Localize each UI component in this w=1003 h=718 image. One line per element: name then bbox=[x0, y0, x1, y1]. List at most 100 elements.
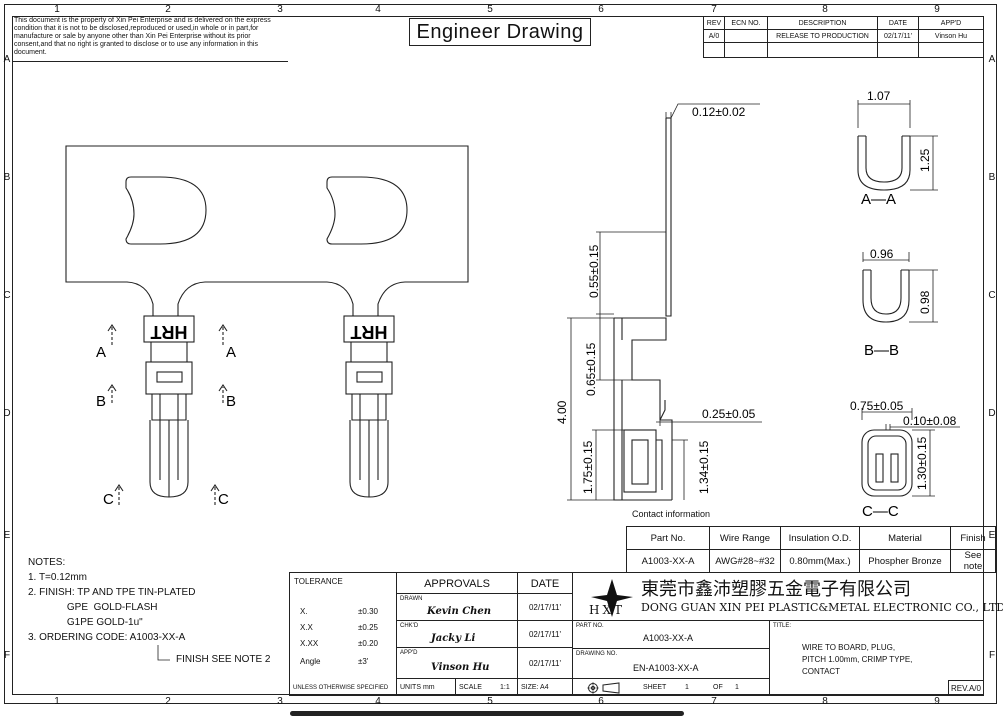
checked-cell: CHK'D Jacky Li bbox=[396, 620, 518, 648]
col-label: 8 bbox=[822, 4, 828, 15]
row-label: C bbox=[3, 290, 11, 301]
dim-400: 4.00 bbox=[555, 400, 569, 424]
dim-025: 0.25±0.05 bbox=[702, 407, 756, 421]
column-labels-top: 1 2 3 4 5 6 7 8 9 bbox=[12, 4, 984, 16]
note-leader bbox=[157, 645, 170, 661]
dim-055: 0.55±0.15 bbox=[587, 244, 601, 298]
drawing-frame bbox=[4, 4, 997, 704]
col-label: 5 bbox=[487, 696, 493, 707]
sheet-cell: SHEET 1 OF 1 bbox=[572, 678, 770, 696]
col-label: 4 bbox=[375, 4, 381, 15]
dim-thickness: 0.12±0.02 bbox=[692, 105, 746, 119]
row-label: D bbox=[988, 408, 996, 419]
terminal-marking: HRT bbox=[151, 322, 188, 342]
drawn-label: DRAWN bbox=[400, 596, 423, 602]
tolerance-key: X. bbox=[300, 607, 308, 616]
contact-info-title: Contact information bbox=[632, 509, 711, 519]
revision-table: REV ECN NO. DESCRIPTION DATE APP'D A/0 R… bbox=[703, 16, 984, 58]
section-line-b bbox=[111, 387, 224, 403]
date-title: DATE bbox=[517, 572, 573, 594]
tolerance-value: ±0.20 bbox=[358, 639, 378, 648]
checked-signature: Jacky Li bbox=[431, 633, 476, 644]
notes-heading: NOTES: bbox=[28, 557, 66, 568]
section-arrow bbox=[107, 324, 228, 332]
contact-cell: A1003-XX-A bbox=[626, 549, 710, 573]
note-line: 1. T=0.12mm bbox=[28, 572, 88, 583]
col-label: 2 bbox=[165, 4, 171, 15]
drawn-cell: DRAWN Kevin Chen bbox=[396, 593, 518, 621]
section-arrow bbox=[114, 484, 220, 492]
contact-header: Material bbox=[859, 526, 951, 550]
size: SIZE: A4 bbox=[517, 678, 573, 696]
drawing-no-label: DRAWING NO. bbox=[576, 651, 618, 657]
section-letter: B bbox=[96, 393, 106, 410]
contact-header: Wire Range bbox=[709, 526, 781, 550]
approvals-title: APPROVALS bbox=[396, 572, 518, 594]
notes: NOTES: 1. T=0.12mm 2. FINISH: TP AND TPE… bbox=[28, 555, 195, 645]
contact-header: Part No. bbox=[626, 526, 710, 550]
carrier-strip bbox=[65, 145, 469, 317]
scrollbar[interactable] bbox=[290, 711, 684, 716]
dim-065: 0.65±0.15 bbox=[584, 342, 598, 396]
finish-note: FINISH SEE NOTE 2 bbox=[176, 654, 271, 665]
terminal-front-view bbox=[143, 315, 195, 498]
column-labels-bottom: 1 2 3 4 5 6 7 8 9 bbox=[12, 696, 984, 708]
checked-date: 02/17/11' bbox=[517, 620, 573, 648]
drawing-no: EN-A1003-XX-A bbox=[633, 663, 699, 673]
company-logo-icon bbox=[591, 579, 633, 617]
dim-134: 1.34±0.15 bbox=[697, 440, 711, 494]
scale-cell: SCALE 1:1 bbox=[455, 678, 518, 696]
tolerance-footer: UNLESS OTHERWISE SPECIFIED bbox=[293, 685, 389, 691]
approved-date: 02/17/11' bbox=[517, 647, 573, 679]
title-cell: TITLE: WIRE TO BOARD, PLUG, PITCH 1.00mm… bbox=[769, 620, 984, 696]
approved-cell: APP'D Vinson Hu bbox=[396, 647, 518, 679]
section-line-a bbox=[111, 327, 224, 345]
contact-cell: See note bbox=[950, 549, 996, 573]
row-label: A bbox=[3, 54, 11, 65]
note-line: GPE GOLD-FLASH bbox=[28, 602, 158, 613]
company-name-en: DONG GUAN XIN PEI PLASTIC&METAL ELECTRON… bbox=[641, 601, 1003, 614]
contact-info-table: Part No. Wire Range Insulation O.D. Mate… bbox=[626, 526, 996, 573]
drawn-date: 02/17/11' bbox=[517, 593, 573, 621]
col-label: 6 bbox=[598, 4, 604, 15]
legal-notice: This document is the property of Xin Pei… bbox=[14, 17, 271, 56]
col-label: 6 bbox=[598, 696, 604, 707]
title-line: CONTACT bbox=[802, 667, 841, 676]
section-label-c: C—C bbox=[862, 503, 899, 520]
dim-aa-width: 1.07 bbox=[867, 89, 891, 103]
logo-text: HXT bbox=[589, 603, 626, 617]
col-label: 1 bbox=[54, 696, 60, 707]
section-letter: B bbox=[226, 393, 236, 410]
terminal-front-view bbox=[343, 315, 395, 498]
part-no: A1003-XX-A bbox=[643, 633, 694, 643]
scale-value: 1:1 bbox=[500, 684, 510, 691]
row-label: C bbox=[988, 290, 996, 301]
sheet-number: 1 bbox=[685, 684, 689, 691]
terminal-marking: HRT bbox=[351, 322, 388, 342]
dim-bb-width: 0.96 bbox=[870, 247, 894, 261]
section-letter: C bbox=[218, 491, 229, 508]
tolerance-value: ±3' bbox=[358, 657, 369, 666]
sheet-label: SHEET bbox=[643, 684, 667, 691]
col-label: 3 bbox=[277, 4, 283, 15]
row-label: F bbox=[988, 650, 996, 661]
drawn-signature: Kevin Chen bbox=[427, 606, 492, 617]
col-label: 9 bbox=[934, 696, 940, 707]
tolerance-title: TOLERANCE bbox=[294, 577, 343, 586]
dimension-lines bbox=[567, 103, 762, 501]
dim-cc-width: 0.75±0.05 bbox=[850, 399, 904, 413]
tolerance-value: ±0.25 bbox=[358, 623, 378, 632]
section-view-c bbox=[861, 408, 960, 497]
row-label: F bbox=[3, 650, 11, 661]
company-name-cn: 東莞市鑫沛塑膠五金電子有限公司 bbox=[641, 579, 911, 600]
rev-label: REV.A/0 bbox=[948, 680, 984, 696]
row-label: D bbox=[3, 408, 11, 419]
units: UNITS mm bbox=[396, 678, 456, 696]
tolerance-block: TOLERANCE X. ±0.30 X.X ±0.25 X.XX ±0.20 … bbox=[289, 572, 397, 696]
tolerance-key: X.X bbox=[300, 623, 313, 632]
title-line: PITCH 1.00mm, CRIMP TYPE, bbox=[802, 655, 913, 664]
title-line: WIRE TO BOARD, PLUG, bbox=[802, 643, 896, 652]
contact-header: Finish bbox=[950, 526, 996, 550]
tolerance-key: Angle bbox=[300, 657, 321, 666]
